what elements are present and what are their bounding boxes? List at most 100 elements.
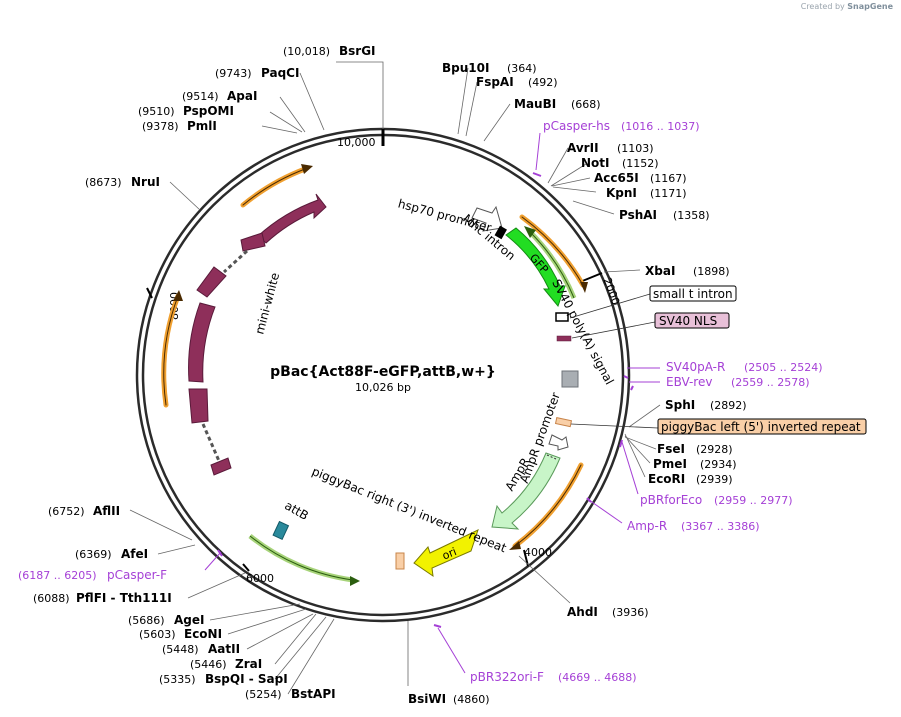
sv40-polya-square bbox=[561, 370, 579, 388]
primer-pcasper-hs: pCasper-hs bbox=[543, 119, 610, 133]
snapgene-brand: SnapGene bbox=[847, 2, 893, 11]
enzyme-ahdi: AhdI bbox=[567, 605, 598, 619]
enzyme-pos-aflii: (6752) bbox=[48, 505, 85, 518]
piggybac-left-leader bbox=[570, 423, 659, 429]
gfp-arrow bbox=[505, 227, 566, 308]
piggybac-left-marker bbox=[554, 417, 573, 428]
mini-white-dashes bbox=[201, 249, 249, 462]
green-tracks bbox=[248, 230, 577, 583]
label-ori: ori bbox=[440, 545, 458, 562]
enzyme-pos-bsrgi: (10,018) bbox=[283, 45, 330, 58]
enzyme-pmei: PmeI bbox=[653, 457, 687, 471]
enzyme-pos-noti: (1152) bbox=[622, 157, 659, 170]
enzyme-fsei: FseI bbox=[657, 442, 685, 456]
enzyme-pos-zrai: (5446) bbox=[190, 658, 227, 671]
hsp70-promoter-arrow bbox=[471, 205, 503, 232]
enzyme-bsrgi: BsrGI bbox=[339, 44, 376, 58]
enzyme-noti: NotI bbox=[581, 156, 610, 170]
primer-pbr322ori-f: pBR322ori-F bbox=[470, 670, 544, 684]
primer-ebv-rev: EBV-rev bbox=[666, 375, 712, 389]
ampr-dotted-marker bbox=[546, 454, 557, 460]
orange-tracks bbox=[161, 166, 586, 549]
enzyme-aatii: AatII bbox=[208, 642, 240, 656]
enzyme-pos-afei: (6369) bbox=[75, 548, 112, 561]
enzyme-econi: EcoNI bbox=[184, 627, 222, 641]
enzyme-apai: ApaI bbox=[227, 89, 257, 103]
enzyme-pos-ecori: (2939) bbox=[696, 473, 733, 486]
enzyme-avrii: AvrII bbox=[567, 141, 599, 155]
enzyme-pos-paqci: (9743) bbox=[215, 67, 252, 80]
tick-10000: 10,000 bbox=[337, 136, 376, 149]
piggybac-right-marker bbox=[395, 552, 405, 570]
plasmid-name: pBac{Act88F-eGFP,attB,w+} bbox=[270, 364, 496, 380]
enzyme-fspai: FspAI bbox=[476, 75, 514, 89]
enzyme-xbai: XbaI bbox=[645, 264, 675, 278]
primer-amp-r: Amp-R bbox=[627, 519, 667, 533]
enzyme-pshai: PshAI bbox=[619, 208, 657, 222]
sv40-nls-box bbox=[654, 312, 730, 329]
enzyme-nrui: NruI bbox=[131, 175, 160, 189]
credit-prefix: Created by bbox=[800, 2, 845, 11]
enzyme-pos-bstapi: (5254) bbox=[245, 688, 282, 701]
enzyme-pos-pmli: (9378) bbox=[142, 120, 179, 133]
enzyme-bstapi: BstAPI bbox=[291, 687, 336, 701]
label-attb: attB bbox=[282, 498, 311, 523]
enzyme-aflii: AflII bbox=[93, 504, 120, 518]
enzyme-maubi: MauBI bbox=[514, 97, 556, 111]
primer-sv40pa-r: SV40pA-R bbox=[666, 360, 725, 374]
sv40-nls-marker bbox=[556, 335, 572, 342]
label-small-t-intron: small t intron bbox=[653, 287, 733, 301]
enzyme-acc65i: Acc65I bbox=[594, 171, 639, 185]
primer-pos-pcasper-f: (6187 .. 6205) bbox=[18, 569, 97, 582]
tick-6000: 6000 bbox=[246, 572, 274, 585]
enzyme-pos-pshai: (1358) bbox=[673, 209, 710, 222]
sv40-polya-marker bbox=[555, 312, 569, 322]
enzyme-pspomi: PspOMI bbox=[183, 104, 234, 118]
enzyme-zrai: ZraI bbox=[235, 657, 262, 671]
label-piggybac-left: piggyBac left (5') inverted repeat bbox=[661, 420, 861, 434]
ampr-arrow bbox=[491, 452, 561, 530]
enzyme-ecori: EcoRI bbox=[648, 472, 685, 486]
primer-pos-pcasper-hs: (1016 .. 1037) bbox=[621, 120, 700, 133]
small-t-intron-box bbox=[649, 285, 737, 302]
enzyme-pos-pmei: (2934) bbox=[700, 458, 737, 471]
enzyme-pos-kpni: (1171) bbox=[650, 187, 687, 200]
orange-track-heads bbox=[173, 164, 588, 550]
label-sv40-nls: SV40 NLS bbox=[659, 314, 717, 328]
piggybac-left-box bbox=[657, 418, 867, 435]
enzyme-pos-fspai: (492) bbox=[528, 76, 558, 89]
enzyme-pos-ahdi: (3936) bbox=[612, 606, 649, 619]
primer-pos-pbrforeco: (2959 .. 2977) bbox=[714, 494, 793, 507]
sv40-nls-leader bbox=[571, 321, 656, 339]
enzyme-labels: (10,018) BsrGI (9743) PaqCI (9514) ApaI … bbox=[33, 44, 747, 706]
enzyme-pos-maubi: (668) bbox=[571, 98, 601, 111]
enzyme-bsiwi: BsiWI bbox=[408, 692, 446, 706]
enzyme-pos-aatii: (5448) bbox=[162, 643, 199, 656]
primer-leaders bbox=[204, 132, 660, 674]
primer-pos-sv40pa-r: (2505 .. 2524) bbox=[744, 361, 823, 374]
enzyme-pos-agei: (5686) bbox=[128, 614, 165, 627]
primer-pbrforeco: pBRforEco bbox=[640, 493, 702, 507]
enzyme-pos-pflfi-tth111i: (6088) bbox=[33, 592, 70, 605]
enzyme-pos-bsiwi: (4860) bbox=[453, 693, 490, 706]
green-track-head-2 bbox=[350, 576, 360, 586]
ori-arrow bbox=[413, 529, 479, 578]
enzyme-pos-bpu10i: (364) bbox=[507, 62, 537, 75]
attb-marker bbox=[272, 520, 290, 541]
enzyme-pos-nrui: (8673) bbox=[85, 176, 122, 189]
enzyme-pos-avrii: (1103) bbox=[617, 142, 654, 155]
enzyme-pos-xbai: (1898) bbox=[693, 265, 730, 278]
enzyme-sphi: SphI bbox=[665, 398, 695, 412]
primer-pos-amp-r: (3367 .. 3386) bbox=[681, 520, 760, 533]
enzyme-bspqi-sapi: BspQI - SapI bbox=[205, 672, 288, 686]
primer-pos-pbr322ori-f: (4669 .. 4688) bbox=[558, 671, 637, 684]
primer-pcasper-f: pCasper-F bbox=[107, 568, 167, 582]
enzyme-agei: AgeI bbox=[174, 613, 204, 627]
ampr-promoter-arrow bbox=[548, 434, 569, 451]
enzyme-pos-econi: (5603) bbox=[139, 628, 176, 641]
mini-white-segments bbox=[188, 193, 327, 476]
tick-4000: 4000 bbox=[524, 546, 552, 559]
mhc-intron-marker bbox=[494, 225, 507, 240]
enzyme-pos-acc65i: (1167) bbox=[650, 172, 687, 185]
